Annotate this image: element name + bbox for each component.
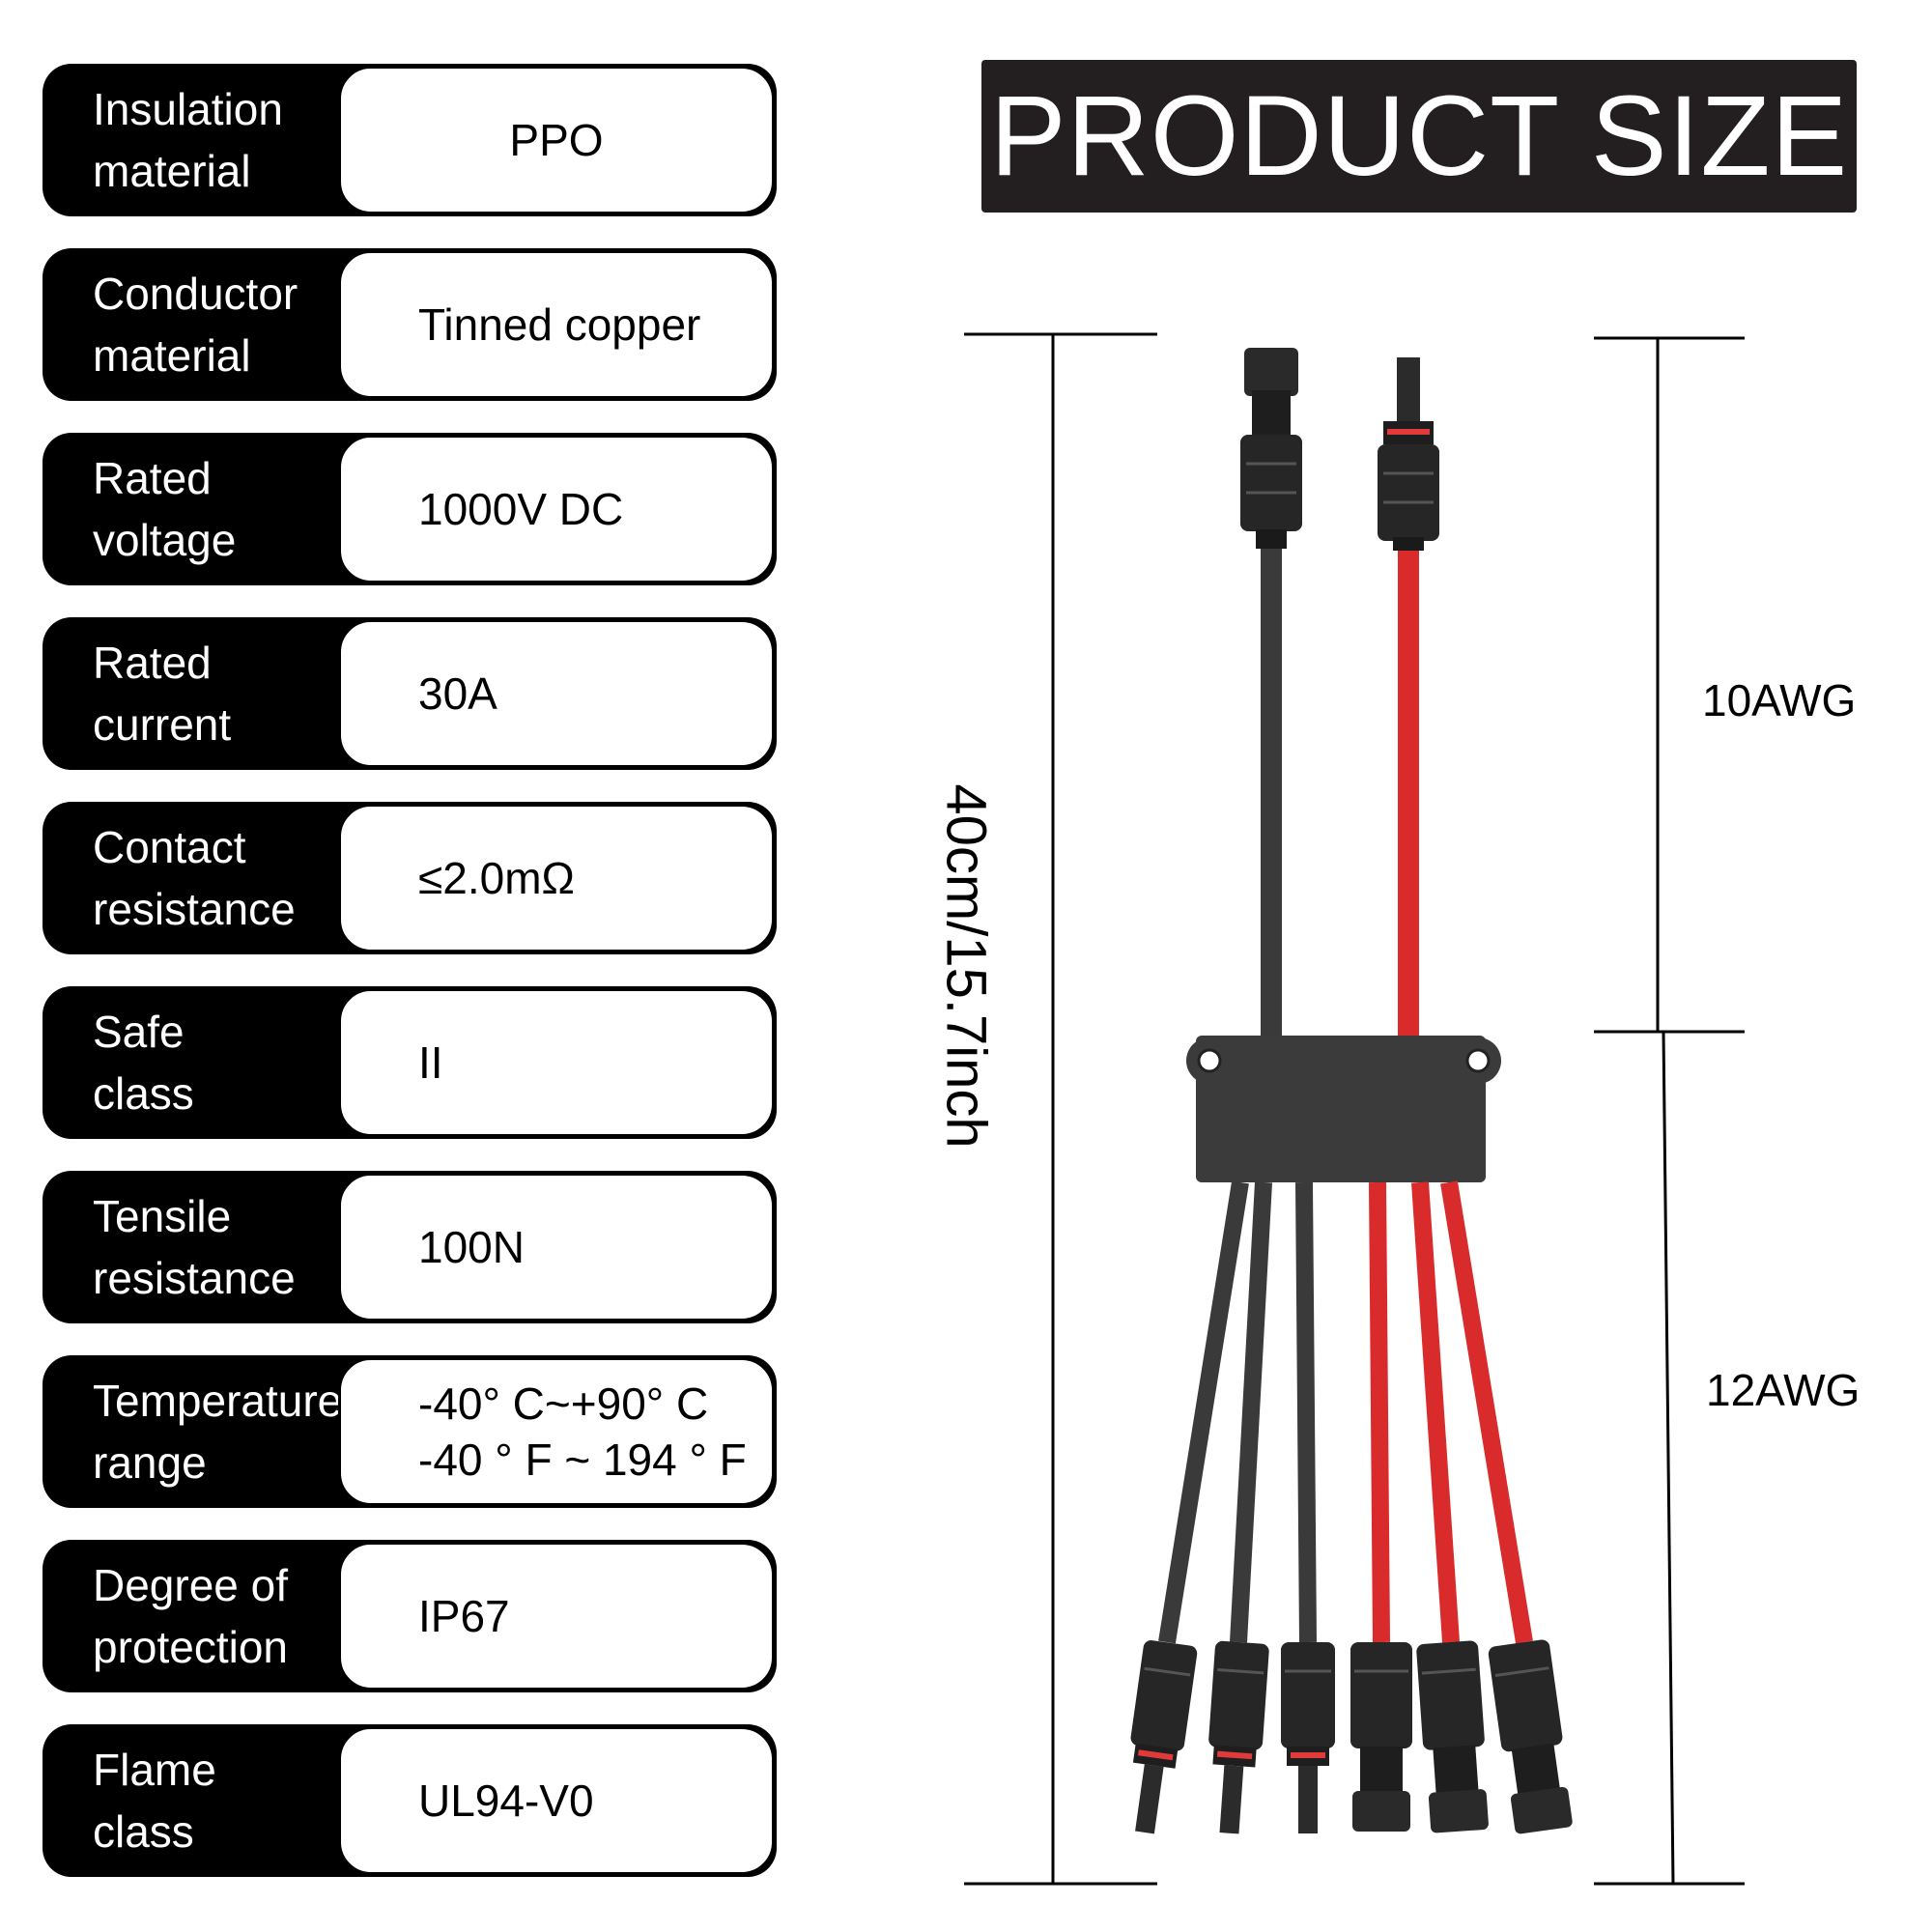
spec-value: UL94-V0	[338, 1726, 775, 1875]
bottom-male-connector-1	[1130, 1640, 1198, 1834]
spec-value: II	[338, 988, 775, 1137]
dimension-lines	[964, 332, 1745, 1886]
spec-row-insulation-material: Insulation material PPO	[43, 64, 777, 216]
spec-label: Safe class	[93, 1007, 194, 1119]
black-branch-cable-2	[1230, 1181, 1272, 1643]
branch-cables-12awg	[1158, 1180, 1533, 1644]
spec-label: Tensile resistance	[93, 1191, 296, 1303]
bottom-female-connector-1	[1350, 1642, 1412, 1832]
cable-length-label: 40cm/15.7inch	[934, 783, 998, 1149]
spec-row-conductor-material: Conductor material Tinned copper	[43, 248, 777, 401]
page-title: PRODUCT SIZE	[989, 72, 1849, 200]
spec-row-tensile-resistance: Tensile resistance 100N	[43, 1171, 777, 1323]
spec-value: 30A	[338, 619, 775, 768]
spec-value: -40° C~+90° C -40 ° F ~ 194 ° F	[338, 1357, 775, 1506]
spec-row-temperature-range: Temperature range -40° C~+90° C -40 ° F …	[43, 1355, 777, 1508]
spec-row-rated-voltage: Rated voltage 1000V DC	[43, 433, 777, 585]
bottom-male-connector-3	[1281, 1642, 1335, 1833]
top-female-connector	[1240, 348, 1302, 549]
spec-value: Tinned copper	[338, 250, 775, 399]
branch-hub	[1186, 1036, 1501, 1182]
bottom-male-connector-2	[1208, 1640, 1269, 1834]
spec-label: Conductor material	[93, 269, 298, 381]
bottom-female-connector-3	[1488, 1639, 1573, 1834]
spec-table: Insulation material PPO Conductor materi…	[43, 64, 777, 1909]
spec-label: Rated voltage	[93, 453, 237, 565]
spec-row-flame-class: Flame class UL94-V0	[43, 1724, 777, 1877]
spec-label: Degree of protection	[93, 1560, 289, 1672]
spec-value: PPO	[338, 66, 775, 214]
spec-value: IP67	[338, 1542, 775, 1690]
red-branch-cable-1	[1369, 1181, 1390, 1643]
red-branch-cable-2	[1411, 1181, 1460, 1643]
red-branch-cable-3	[1440, 1180, 1533, 1644]
black-branch-cable-1	[1158, 1180, 1249, 1644]
spec-row-degree-of-protection: Degree of protection IP67	[43, 1540, 777, 1692]
lower-gauge-dim-line	[1662, 1031, 1675, 1885]
spec-label: Contact resistance	[93, 822, 296, 934]
spec-value: ≤2.0mΩ	[338, 804, 775, 952]
spec-row-contact-resistance: Contact resistance ≤2.0mΩ	[43, 802, 777, 954]
spec-label: Flame class	[93, 1745, 216, 1857]
lower-gauge-label: 12AWG	[1706, 1365, 1861, 1415]
spec-label: Temperature range	[93, 1376, 343, 1488]
spec-value: 100N	[338, 1173, 775, 1321]
black-branch-cable-3	[1295, 1181, 1317, 1643]
bottom-female-connector-2	[1416, 1640, 1489, 1833]
spec-label: Rated current	[93, 638, 232, 750]
product-size-banner: PRODUCT SIZE	[981, 60, 1857, 213]
spec-label: Insulation material	[93, 84, 283, 196]
spec-row-rated-current: Rated current 30A	[43, 617, 777, 770]
spec-row-safe-class: Safe class II	[43, 986, 777, 1139]
upper-gauge-label: 10AWG	[1702, 675, 1857, 725]
top-male-connector	[1378, 357, 1439, 551]
spec-value: 1000V DC	[338, 435, 775, 583]
